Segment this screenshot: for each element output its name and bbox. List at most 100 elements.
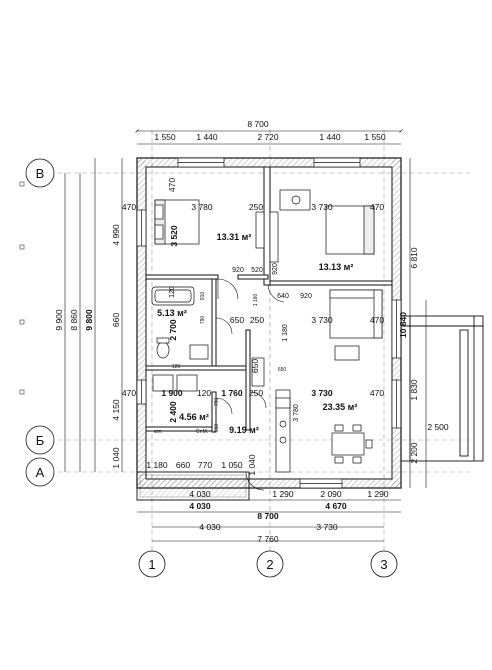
door-swings [215, 278, 285, 491]
svg-text:Б: Б [36, 433, 45, 448]
svg-text:920: 920 [300, 293, 312, 300]
axis-bubble-b: B [25, 158, 55, 188]
dim-bottom-1180: 1 180 [146, 460, 168, 470]
svg-text:Ст.М.: Ст.М. [196, 429, 208, 435]
svg-text:470: 470 [122, 388, 136, 398]
dimension-lines [64, 129, 427, 542]
dim-bottom-7760: 7 760 [257, 534, 279, 544]
svg-text:2: 2 [266, 557, 273, 572]
svg-text:B: B [36, 166, 45, 181]
dim-bottom-770: 770 [198, 460, 212, 470]
svg-text:1 900: 1 900 [161, 388, 183, 398]
dim-left-4990: 4 990 [111, 224, 121, 246]
svg-text:A: A [36, 465, 45, 480]
axis-bubble-a: A [25, 457, 55, 487]
dim-right-6810: 6 810 [409, 247, 419, 269]
dim-bottom-4030-a: 4 030 [189, 489, 211, 499]
area-living: 23.35 м² [323, 402, 358, 412]
dim-top-5: 1 550 [364, 132, 386, 142]
sink [189, 344, 209, 360]
toilet-icon [156, 341, 170, 359]
dim-left-660: 660 [111, 313, 121, 327]
svg-text:2 700: 2 700 [168, 319, 178, 341]
svg-text:1 760: 1 760 [221, 388, 243, 398]
dim-bottom-2090: 2 090 [320, 489, 342, 499]
dim-top-1: 1 550 [154, 132, 176, 142]
dim-top-4: 1 440 [319, 132, 341, 142]
dim-bottom-4030-c: 4 030 [199, 522, 221, 532]
dim-bottom-3730: 3 730 [316, 522, 338, 532]
svg-text:3: 3 [380, 557, 387, 572]
porch [136, 315, 484, 501]
svg-text:790: 790 [200, 316, 206, 325]
dim-bottom-1040: 1 040 [247, 454, 257, 476]
svg-text:кот.: кот. [154, 429, 162, 435]
svg-text:470: 470 [167, 178, 177, 192]
svg-text:470: 470 [122, 202, 136, 212]
svg-text:3 730: 3 730 [311, 202, 333, 212]
dim-top-3: 2 720 [257, 132, 279, 142]
svg-text:1 180: 1 180 [282, 324, 289, 342]
dim-left-8860: 8 860 [69, 309, 79, 331]
furniture [151, 189, 383, 473]
axis-lines [58, 130, 470, 560]
dim-bottom-1050: 1 050 [221, 460, 243, 470]
svg-text:250: 250 [249, 388, 263, 398]
dim-right-1830: 1 830 [409, 379, 419, 401]
dim-terrace: 2 500 [427, 422, 449, 432]
area-bathroom: 5.13 м² [157, 308, 187, 318]
dim-right-10840: 10 840 [398, 312, 408, 338]
inner-dimensions: 470 470 3 780 250 3 520 3 730 470 920 52… [122, 178, 384, 435]
side-markers [19, 181, 25, 395]
svg-text:3 780: 3 780 [191, 202, 213, 212]
dim-right-2200: 2 200 [409, 442, 419, 464]
svg-text:470: 470 [370, 315, 384, 325]
svg-text:3 730: 3 730 [311, 315, 333, 325]
svg-text:790: 790 [214, 398, 220, 407]
svg-text:650: 650 [278, 367, 287, 373]
dim-bottom-4030-b: 4 030 [189, 501, 211, 511]
dim-bottom-660: 660 [176, 460, 190, 470]
svg-text:3 730: 3 730 [311, 388, 333, 398]
dim-bottom-1290-a: 1 290 [272, 489, 294, 499]
svg-text:470: 470 [370, 202, 384, 212]
svg-text:920: 920 [232, 267, 244, 274]
svg-text:120: 120 [169, 286, 176, 298]
kitchen-counter [275, 389, 291, 473]
svg-text:470: 470 [370, 388, 384, 398]
area-bedroom-left: 13.31 м² [217, 232, 252, 242]
svg-text:910: 910 [200, 292, 206, 301]
axis-bubble-3: 3 [370, 550, 398, 578]
svg-text:250: 250 [249, 202, 263, 212]
svg-text:2 400: 2 400 [168, 401, 178, 423]
dim-top-total: 8 700 [247, 119, 269, 129]
svg-text:920: 920 [272, 263, 279, 275]
dim-left-9900: 9 900 [54, 309, 64, 331]
svg-text:1 180: 1 180 [253, 294, 259, 307]
area-hall: 9.19 м² [229, 425, 259, 435]
axis-bubble-be: Б [25, 425, 55, 455]
svg-text:1: 1 [148, 557, 155, 572]
area-boiler: 4.56 м² [179, 412, 209, 422]
svg-text:650: 650 [230, 315, 244, 325]
axis-bubble-1: 1 [138, 550, 166, 578]
svg-text:910: 910 [214, 424, 220, 433]
dim-top-2: 1 440 [196, 132, 218, 142]
dim-bottom-4670: 4 670 [325, 501, 347, 511]
svg-text:120: 120 [197, 388, 211, 398]
dim-bottom-1290-b: 1 290 [367, 489, 389, 499]
axis-bubble-2: 2 [256, 550, 284, 578]
svg-text:650: 650 [250, 359, 260, 373]
dim-left-1040: 1 040 [111, 447, 121, 469]
dining-table [331, 432, 365, 456]
svg-text:250: 250 [250, 315, 264, 325]
area-bedroom-right: 13.13 м² [319, 262, 354, 272]
svg-text:640: 640 [277, 293, 289, 300]
svg-text:120: 120 [172, 364, 181, 370]
svg-text:3 780: 3 780 [293, 404, 300, 422]
dim-left-9800: 9 800 [84, 309, 94, 331]
svg-text:520: 520 [251, 267, 263, 274]
svg-text:3 520: 3 520 [169, 225, 179, 247]
dim-bottom-8700: 8 700 [257, 511, 279, 521]
